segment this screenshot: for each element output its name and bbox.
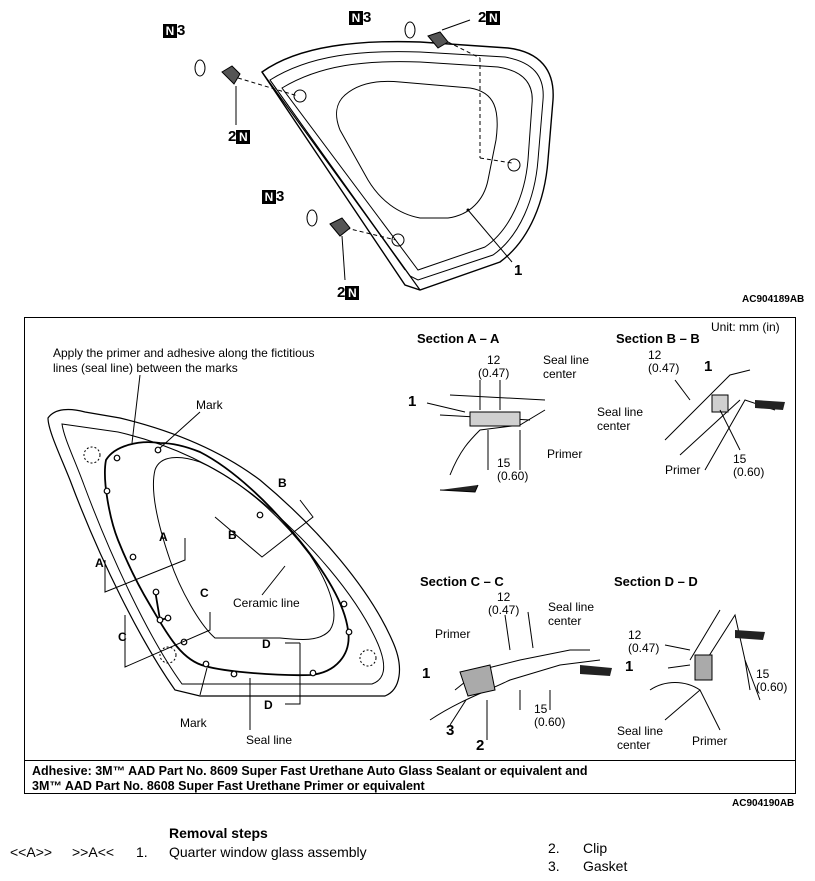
section-letter-b2: B — [228, 528, 237, 542]
section-cc-title: Section C – C — [420, 574, 504, 589]
install-ref: <<A>> — [10, 844, 53, 860]
seal-line-label: Seal line — [246, 733, 293, 747]
section-aa-title: Section A – A — [417, 331, 500, 346]
section-dd-primer: Primer — [692, 734, 728, 748]
section-cc-dim2: 15(0.60) — [534, 702, 566, 729]
adhesive-line-2: 3M™ AAD Part No. 8608 Super Fast Urethan… — [32, 779, 425, 793]
section-letter-c2: C — [118, 630, 127, 644]
instruction-text: Apply the primer and adhesive along the … — [53, 346, 315, 375]
step-1-label: Quarter window glass assembly — [169, 844, 367, 860]
section-letter-b1: B — [278, 476, 287, 490]
section-letter-d2: D — [264, 698, 273, 712]
detail-panel — [24, 317, 796, 794]
mark-label-bottom: Mark — [180, 716, 207, 730]
step-1-num: 1. — [136, 844, 148, 860]
section-bb-title: Section B – B — [616, 331, 700, 346]
top-exploded-diagram — [194, 19, 554, 291]
step-3-label: Gasket — [583, 858, 628, 874]
glass-callout: 1 — [514, 262, 523, 279]
adhesive-line-1: Adhesive: 3M™ AAD Part No. 8609 Super Fa… — [32, 764, 588, 778]
top-figure-code: AC904189AB — [742, 294, 805, 305]
step-2-label: Clip — [583, 840, 608, 856]
section-dd-dim2: 15(0.60) — [756, 667, 788, 694]
detail-figure-code: AC904190AB — [732, 798, 795, 809]
section-letter-a2: A — [159, 530, 168, 544]
gasket-part — [194, 21, 416, 227]
removal-steps-heading: Removal steps — [169, 825, 268, 841]
ceramic-line-label: Ceramic line — [233, 596, 300, 610]
section-cc-part-1: 1 — [422, 665, 431, 682]
clip-part — [221, 31, 449, 237]
section-bb-primer: Primer — [665, 463, 701, 477]
section-dd-part-1: 1 — [625, 658, 634, 675]
section-cc-part-3: 3 — [446, 722, 455, 739]
section-aa-dim1: 12(0.47) — [478, 353, 510, 380]
section-cc-primer: Primer — [435, 627, 471, 641]
step-2-num: 2. — [548, 840, 560, 856]
section-dd-title: Section D – D — [614, 574, 698, 589]
section-cc-part-2: 2 — [476, 737, 485, 754]
section-letter-d1: D — [262, 637, 271, 651]
mark-label-top: Mark — [196, 398, 223, 412]
section-aa-part-1: 1 — [408, 393, 417, 410]
section-dd-dim1: 12(0.47) — [628, 628, 660, 655]
unit-label: Unit: mm (in) — [711, 320, 780, 334]
section-aa-dim2: 15(0.60) — [497, 456, 529, 483]
adhesive-note: Adhesive: 3M™ AAD Part No. 8609 Super Fa… — [24, 760, 796, 794]
section-bb-dim2: 15(0.60) — [733, 452, 765, 479]
step-3-num: 3. — [548, 858, 560, 874]
section-letter-c1: C — [200, 586, 209, 600]
seal-line-diagram — [47, 369, 785, 740]
section-letter-a1: A — [95, 556, 104, 570]
section-bb-part-1: 1 — [704, 358, 713, 375]
section-cc-dim1: 12(0.47) — [488, 590, 520, 617]
section-aa-primer: Primer — [547, 447, 583, 461]
section-bb-dim1: 12(0.47) — [648, 348, 680, 375]
remove-ref: >>A<< — [72, 844, 115, 860]
